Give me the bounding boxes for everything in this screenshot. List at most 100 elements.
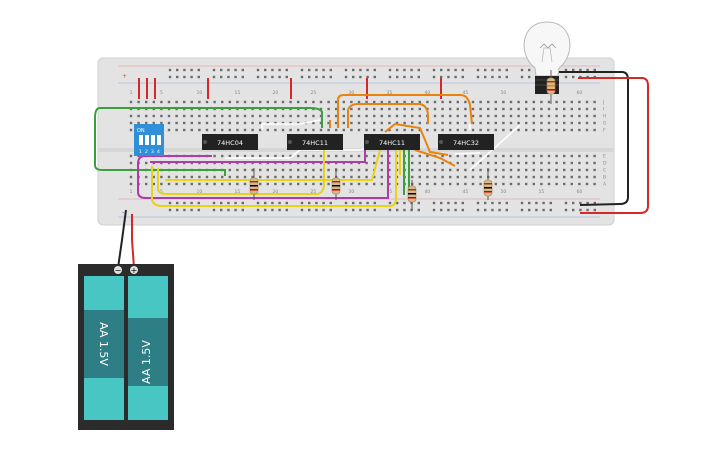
battery-pack[interactable]: AA 1.5V AA 1.5V − +	[78, 264, 174, 430]
breadboard-hole	[471, 154, 475, 158]
breadboard-hole	[281, 128, 285, 132]
breadboard-hole	[228, 182, 231, 186]
breadboard-hole	[312, 168, 315, 172]
purple-wires[interactable]	[137, 150, 389, 199]
battery-cell-label: AA 1.5V	[140, 340, 153, 384]
breadboard-hole	[418, 114, 421, 118]
bulb-resistor[interactable]	[546, 70, 556, 104]
breadboard-hole	[176, 208, 179, 212]
breadboard-hole	[484, 68, 487, 72]
chip-74hc04[interactable]: 74HC04	[202, 134, 258, 150]
breadboard-hole	[167, 100, 171, 104]
resistor[interactable]	[483, 179, 493, 197]
breadboard-hole	[532, 114, 535, 118]
breadboard-hole	[449, 182, 452, 186]
chip-74hc11[interactable]: 74HC11	[364, 134, 420, 150]
breadboard-hole	[461, 75, 464, 79]
breadboard-hole	[227, 201, 230, 205]
green-wire[interactable]	[94, 107, 323, 176]
breadboard-hole	[585, 182, 589, 186]
yellow-wires[interactable]	[151, 149, 401, 207]
dip-switch[interactable]: ON 1 2 3 4	[134, 124, 164, 156]
breadboard-hole	[547, 121, 551, 125]
breadboard-hole	[471, 107, 475, 111]
column-number: 30	[349, 189, 355, 195]
column-number: 25	[311, 90, 317, 96]
breadboard-hole	[433, 161, 437, 165]
breadboard-hole	[570, 175, 573, 179]
breadboard-hole	[464, 121, 467, 125]
column-number: 60	[577, 189, 583, 195]
breadboard-hole	[563, 121, 566, 125]
breadboard-hole	[484, 208, 487, 212]
breadboard-hole	[494, 114, 497, 118]
orange-wires[interactable]	[329, 94, 473, 167]
breadboard-hole	[319, 182, 323, 186]
breadboard-hole	[319, 154, 323, 158]
breadboard-hole	[396, 75, 399, 79]
resistor[interactable]	[331, 177, 341, 195]
resistor[interactable]	[407, 185, 417, 203]
breadboard-hole	[487, 114, 490, 118]
dip-toggle[interactable]	[139, 135, 143, 145]
breadboard-hole	[236, 100, 239, 104]
column-number: 55	[539, 189, 545, 195]
breadboard-hole	[578, 154, 581, 158]
dip-toggle[interactable]	[145, 135, 149, 145]
breadboard-hole	[259, 114, 262, 118]
breadboard-hole	[221, 100, 224, 104]
breadboard-hole	[549, 201, 552, 205]
chip-74hc32[interactable]: 74HC32	[438, 134, 494, 150]
breadboard-hole	[312, 154, 315, 158]
battery-leads[interactable]	[117, 209, 135, 269]
breadboard-hole	[281, 154, 285, 158]
breadboard-hole	[274, 114, 277, 118]
breadboard-hole	[213, 154, 216, 158]
breadboard-hole	[505, 201, 508, 205]
breadboard-hole	[129, 161, 133, 165]
breadboard-hole	[593, 68, 596, 72]
chip-74hc11[interactable]: 74HC11	[287, 134, 343, 150]
breadboard-hole	[388, 68, 392, 72]
breadboard-hole	[502, 107, 505, 111]
breadboard-hole	[380, 175, 383, 179]
breadboard-hole	[289, 114, 292, 118]
breadboard-hole	[432, 201, 436, 205]
breadboard-hole	[578, 114, 581, 118]
breadboard-hole	[373, 182, 376, 186]
breadboard-hole	[274, 128, 277, 132]
breadboard-hole	[449, 121, 452, 125]
resistor[interactable]	[249, 177, 259, 195]
breadboard-hole	[403, 208, 406, 212]
breadboard-hole	[555, 107, 558, 111]
column-number: 5	[160, 90, 163, 96]
breadboard-hole	[517, 121, 520, 125]
breadboard-hole	[373, 175, 376, 179]
breadboard-hole	[335, 114, 338, 118]
breadboard-hole	[145, 121, 148, 125]
dip-toggle[interactable]	[157, 135, 161, 145]
breadboard-hole	[213, 114, 216, 118]
breadboard-hole	[342, 114, 345, 118]
breadboard-hole	[220, 208, 223, 212]
breadboard-hole	[509, 161, 513, 165]
rail-plus-label: +	[122, 73, 127, 80]
breadboard-hole	[183, 182, 186, 186]
breadboard-hole	[373, 121, 376, 125]
column-number: 20	[273, 90, 279, 96]
breadboard-hole	[447, 75, 450, 79]
breadboard-hole	[198, 175, 201, 179]
breadboard-hole	[464, 175, 467, 179]
breadboard-hole	[532, 168, 535, 172]
dip-toggle[interactable]	[151, 135, 155, 145]
breadboard-hole	[183, 100, 186, 104]
breadboard-hole	[357, 100, 361, 104]
breadboard-hole	[308, 208, 311, 212]
breadboard-hole	[426, 161, 429, 165]
breadboard-hole	[205, 128, 209, 132]
breadboard-hole	[494, 154, 497, 158]
breadboard-hole	[517, 161, 520, 165]
right-power-wires[interactable]	[559, 71, 649, 214]
breadboard-hole	[137, 121, 140, 125]
breadboard-hole	[197, 75, 200, 79]
